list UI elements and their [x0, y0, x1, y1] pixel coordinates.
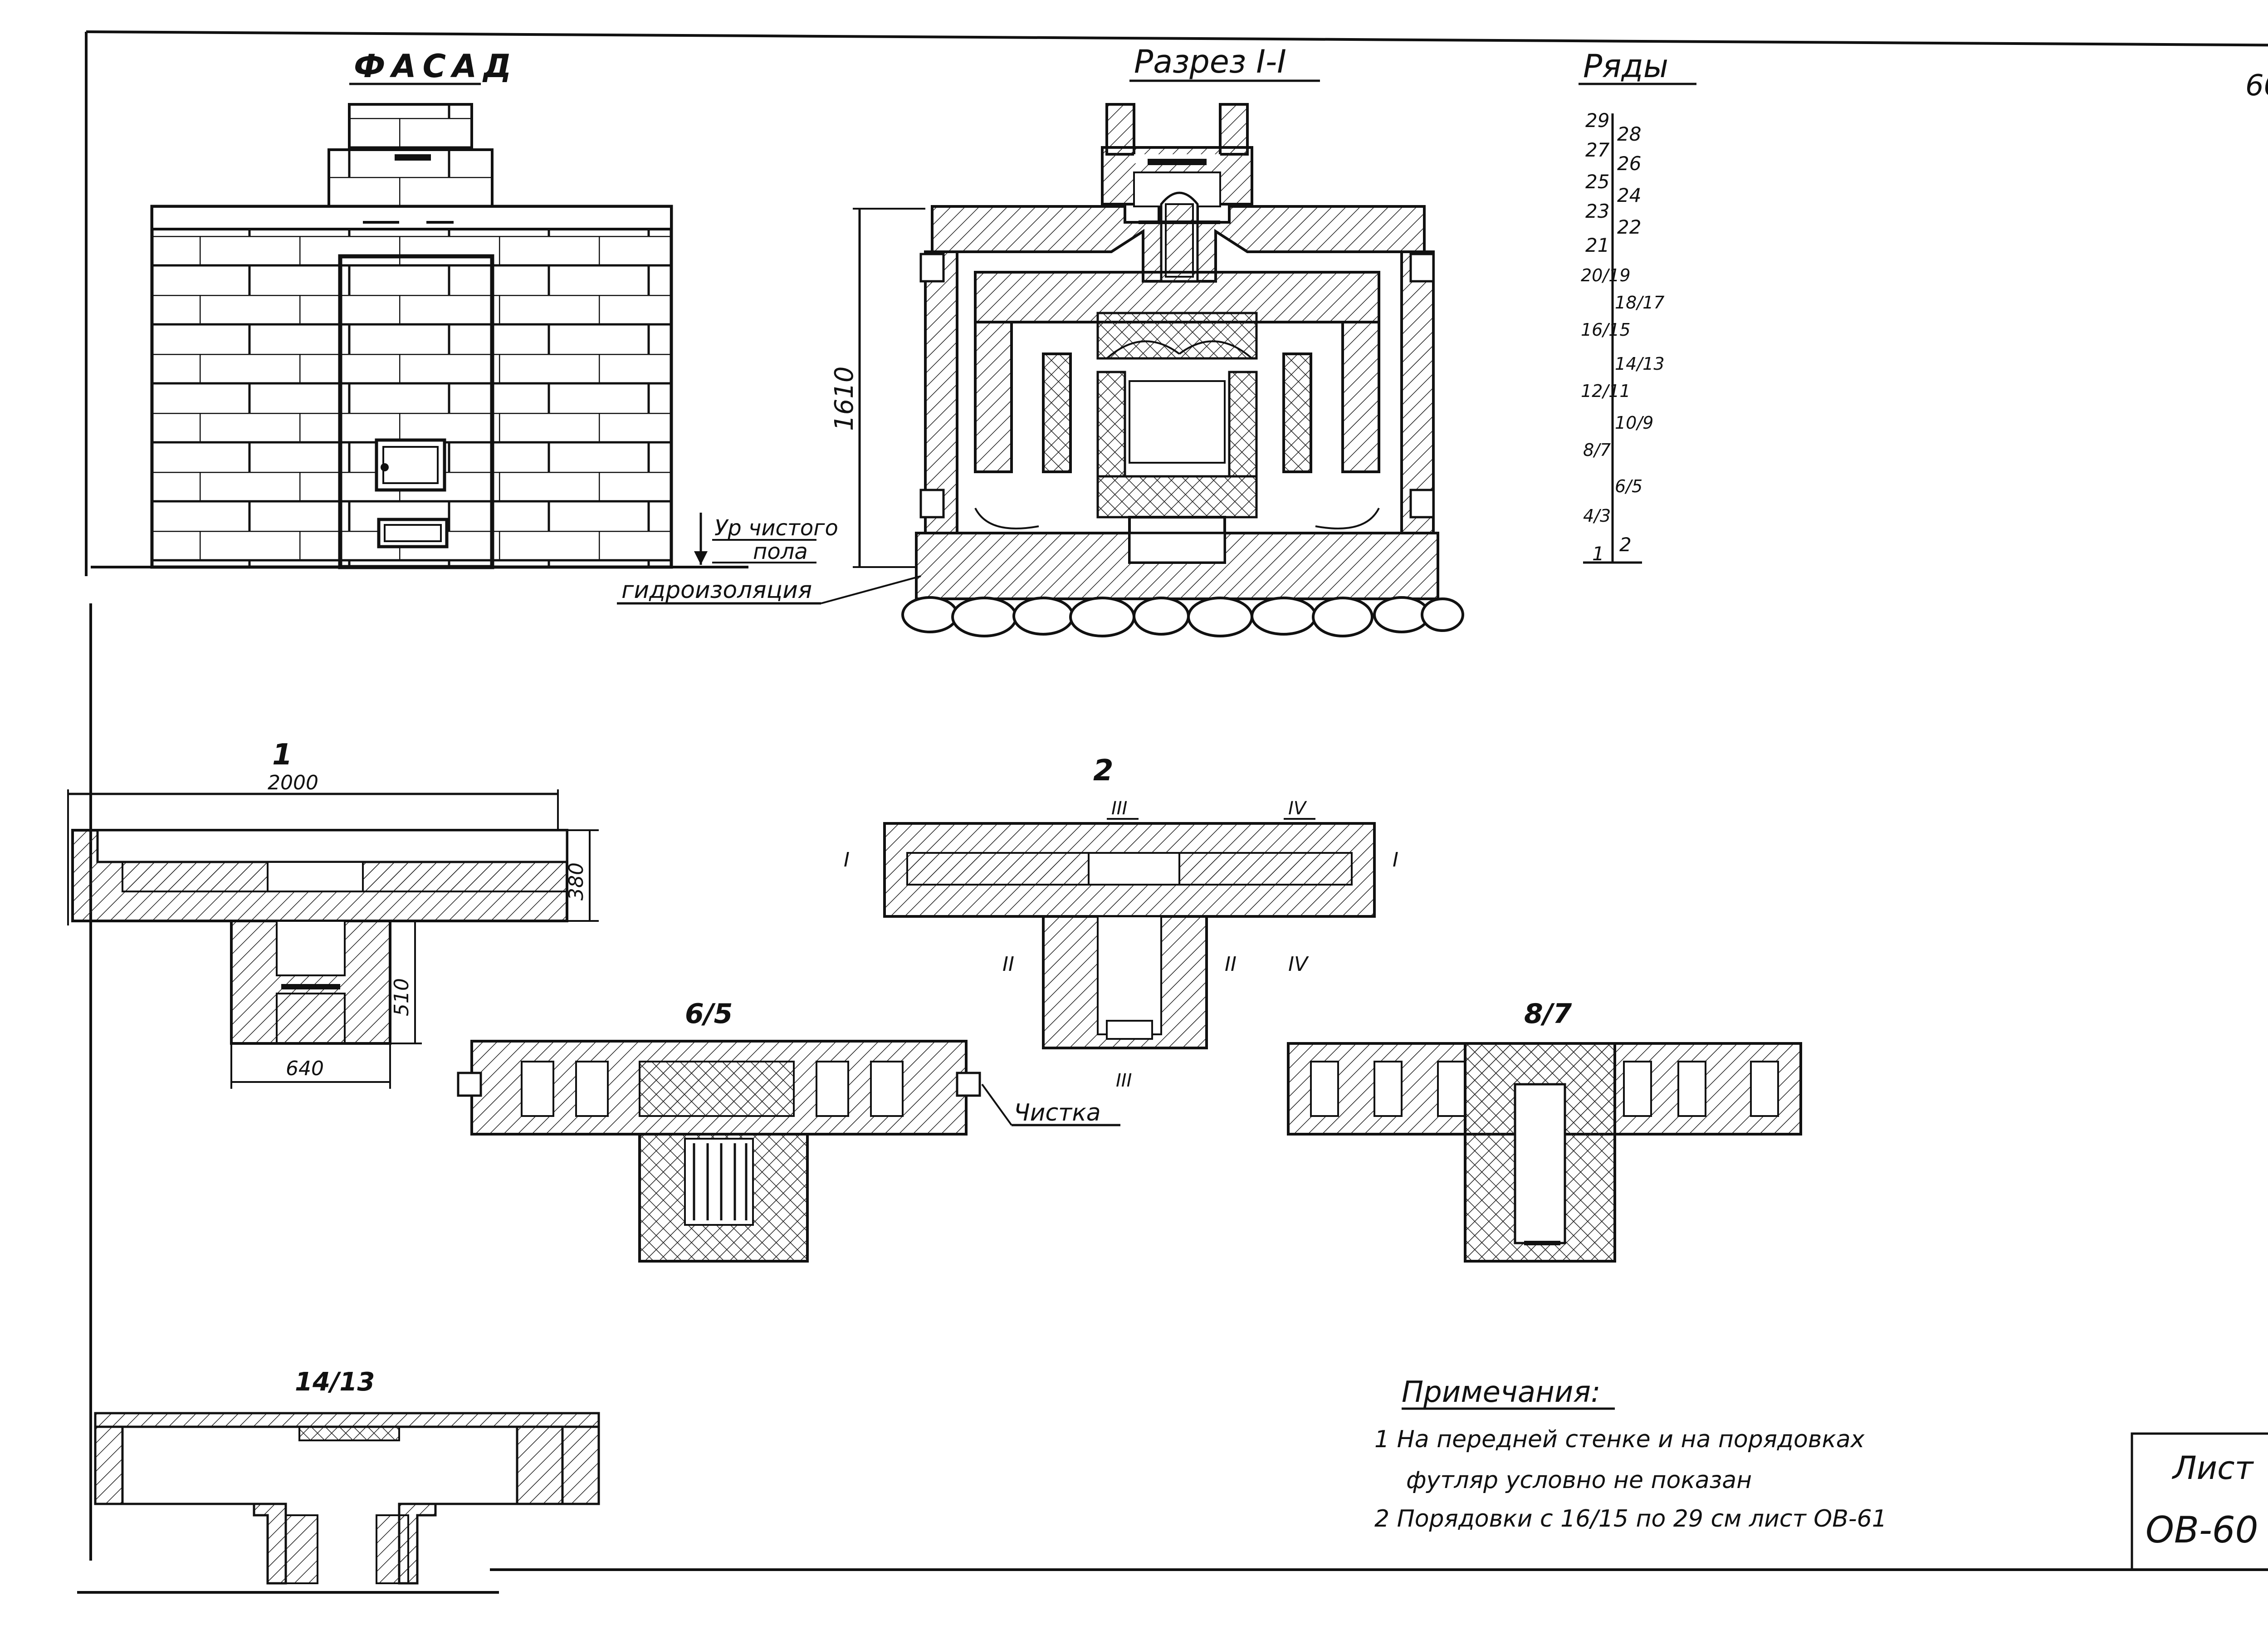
foundation-stones — [901, 596, 1464, 637]
section-view: Разрез I-I — [617, 43, 1464, 637]
section-height-dim: 1610 — [830, 366, 859, 431]
stamp-label: Лист — [2171, 1449, 2254, 1487]
row-label-left-2: 25 — [1585, 171, 1609, 193]
stamp-number: ОВ-60 — [2146, 1509, 2258, 1551]
notes-line-2: футляр условно не показан — [1406, 1467, 1752, 1494]
plan2-cut-I-left: I — [844, 848, 850, 871]
notes-block: Примечания: 1 На передней стенке и на по… — [1374, 1376, 1887, 1532]
row-label-right-2: 24 — [1617, 184, 1641, 206]
notes-heading: Примечания: — [1402, 1376, 1601, 1409]
row-label-right-3: 22 — [1617, 216, 1641, 238]
plan1-width-dim: 2000 — [268, 771, 318, 794]
facade-chimney — [348, 103, 473, 151]
facade-view: ФАСАД Ур чистого пола — [91, 48, 838, 569]
plan2-cut-IV-right: IV — [1288, 953, 1309, 976]
row-label-left-7: 12/11 — [1581, 381, 1631, 401]
rows-title: Ряды — [1583, 48, 1668, 85]
facade-title: ФАСАД — [354, 48, 518, 85]
plan87-label: 8/7 — [1524, 998, 1572, 1030]
ash-door — [377, 518, 449, 548]
plan2-label: 2 — [1093, 754, 1114, 788]
notes-line-3: 2 Порядовки с 16/15 по 29 см лист ОВ-61 — [1374, 1505, 1887, 1532]
plan-row-2: 2 III IV I I II II IV III — [844, 754, 1398, 1091]
plan1413-label: 14/13 — [295, 1367, 375, 1397]
plan2-cut-II-left: II — [1002, 953, 1014, 976]
row-label-right-8: 2 — [1619, 534, 1632, 556]
plan1-stem-depth-dim: 510 — [390, 978, 413, 1016]
plan2-cut-IV-top: IV — [1288, 798, 1307, 819]
sheet-stamp: Лист ОВ-60 — [2131, 1432, 2268, 1571]
notes-line-1: 1 На передней стенке и на порядовках — [1374, 1426, 1865, 1453]
plan2-cut-III-bottom: III — [1116, 1070, 1132, 1091]
firebox-door — [375, 438, 446, 492]
plan1-stem-width-dim: 640 — [286, 1057, 324, 1080]
cleanout-label: Чистка — [1014, 1099, 1101, 1126]
plan-row-6-5: 6/5 Чистка — [457, 998, 1120, 1263]
row-label-right-0: 28 — [1617, 123, 1641, 145]
waterproofing-label: гидроизоляция — [621, 577, 812, 604]
row-label-right-6: 10/9 — [1615, 413, 1653, 433]
plan2-cut-I-right: I — [1393, 848, 1398, 871]
row-label-left-8: 8/7 — [1583, 440, 1611, 460]
row-label-left-1: 27 — [1585, 139, 1610, 161]
row-label-right-5: 14/13 — [1615, 354, 1665, 374]
row-label-left-6: 16/15 — [1581, 320, 1631, 340]
plan-row-14-13: 14/13 — [94, 1367, 600, 1585]
row-label-left-3: 23 — [1585, 200, 1609, 222]
sheet-frame — [77, 30, 2268, 1594]
plan2-cut-III-top: III — [1111, 798, 1127, 819]
floor-level-text-2: пола — [753, 539, 808, 564]
row-label-right-4: 18/17 — [1615, 293, 1665, 313]
floor-level-marker: Ур чистого пола — [694, 513, 838, 565]
plan1-label: 1 — [272, 738, 293, 772]
facade-body — [150, 205, 673, 569]
row-label-left-0: 29 — [1585, 109, 1609, 132]
row-label-left-5: 20/19 — [1581, 265, 1631, 285]
section-title: Разрез I-I — [1134, 43, 1286, 80]
rows-scale: Ряды 29 27 25 23 21 20/19 16/15 12/11 8/… — [1579, 48, 1696, 565]
row-label-left-4: 21 — [1585, 234, 1609, 256]
plan-row-8-7: 8/7 — [1287, 998, 1802, 1263]
sheet-number-top: 60 — [2245, 69, 2268, 103]
floor-level-text-1: Ур чистого — [714, 515, 838, 541]
plan2-cut-II-right: II — [1225, 953, 1237, 976]
row-label-right-1: 26 — [1617, 152, 1641, 175]
row-label-right-7: 6/5 — [1615, 476, 1642, 496]
plan-row-1: 1 2000 380 510 640 — [67, 738, 599, 1089]
plan65-label: 6/5 — [685, 998, 733, 1030]
row-label-left-9: 4/3 — [1583, 506, 1611, 526]
plan1-depth-dim: 380 — [565, 862, 588, 901]
row-label-left-10: 1 — [1592, 543, 1604, 565]
